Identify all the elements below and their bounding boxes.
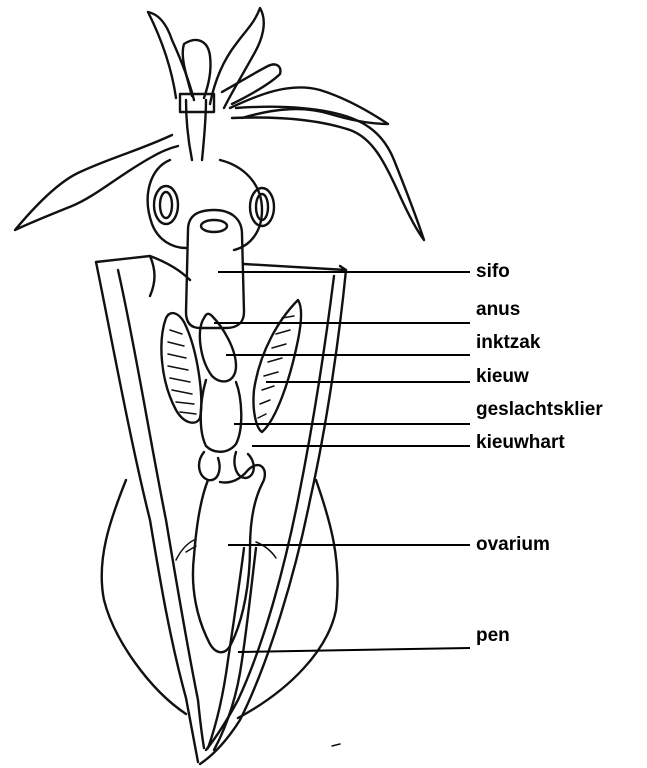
mantle xyxy=(96,256,346,764)
right-gill-filaments xyxy=(258,316,294,418)
label-pen: pen xyxy=(476,625,510,646)
ovary-vessels xyxy=(176,540,276,560)
arm-up-left xyxy=(148,12,194,100)
leader-pen xyxy=(238,648,470,652)
label-geslachtsklier: geslachtsklier xyxy=(476,399,603,420)
labels: sifo anus inktzak kieuw geslachtsklier k… xyxy=(476,261,603,646)
arm-up-center xyxy=(183,40,211,98)
gonad xyxy=(201,380,242,452)
head xyxy=(148,160,274,250)
gill-hearts xyxy=(199,452,254,480)
left-gill xyxy=(161,313,201,423)
label-kieuw: kieuw xyxy=(476,366,529,387)
label-anus: anus xyxy=(476,299,520,320)
head-outline xyxy=(148,160,262,250)
label-ovarium: ovarium xyxy=(476,534,550,555)
label-sifo: sifo xyxy=(476,261,510,282)
siphon xyxy=(186,210,244,328)
left-tentacle xyxy=(15,135,178,230)
label-inktzak: inktzak xyxy=(476,332,541,353)
stray-mark xyxy=(332,744,340,746)
label-kieuwhart: kieuwhart xyxy=(476,432,565,453)
siphon-outline xyxy=(186,210,244,328)
left-eye-inner xyxy=(160,192,172,218)
mantle-top-edge xyxy=(96,256,346,296)
arm-up-right xyxy=(210,8,264,108)
left-fin xyxy=(102,480,186,714)
right-gill xyxy=(253,300,301,432)
arms xyxy=(15,8,424,240)
siphon-opening xyxy=(201,220,227,232)
mantle-left-outer xyxy=(96,262,198,762)
organs xyxy=(161,300,301,652)
